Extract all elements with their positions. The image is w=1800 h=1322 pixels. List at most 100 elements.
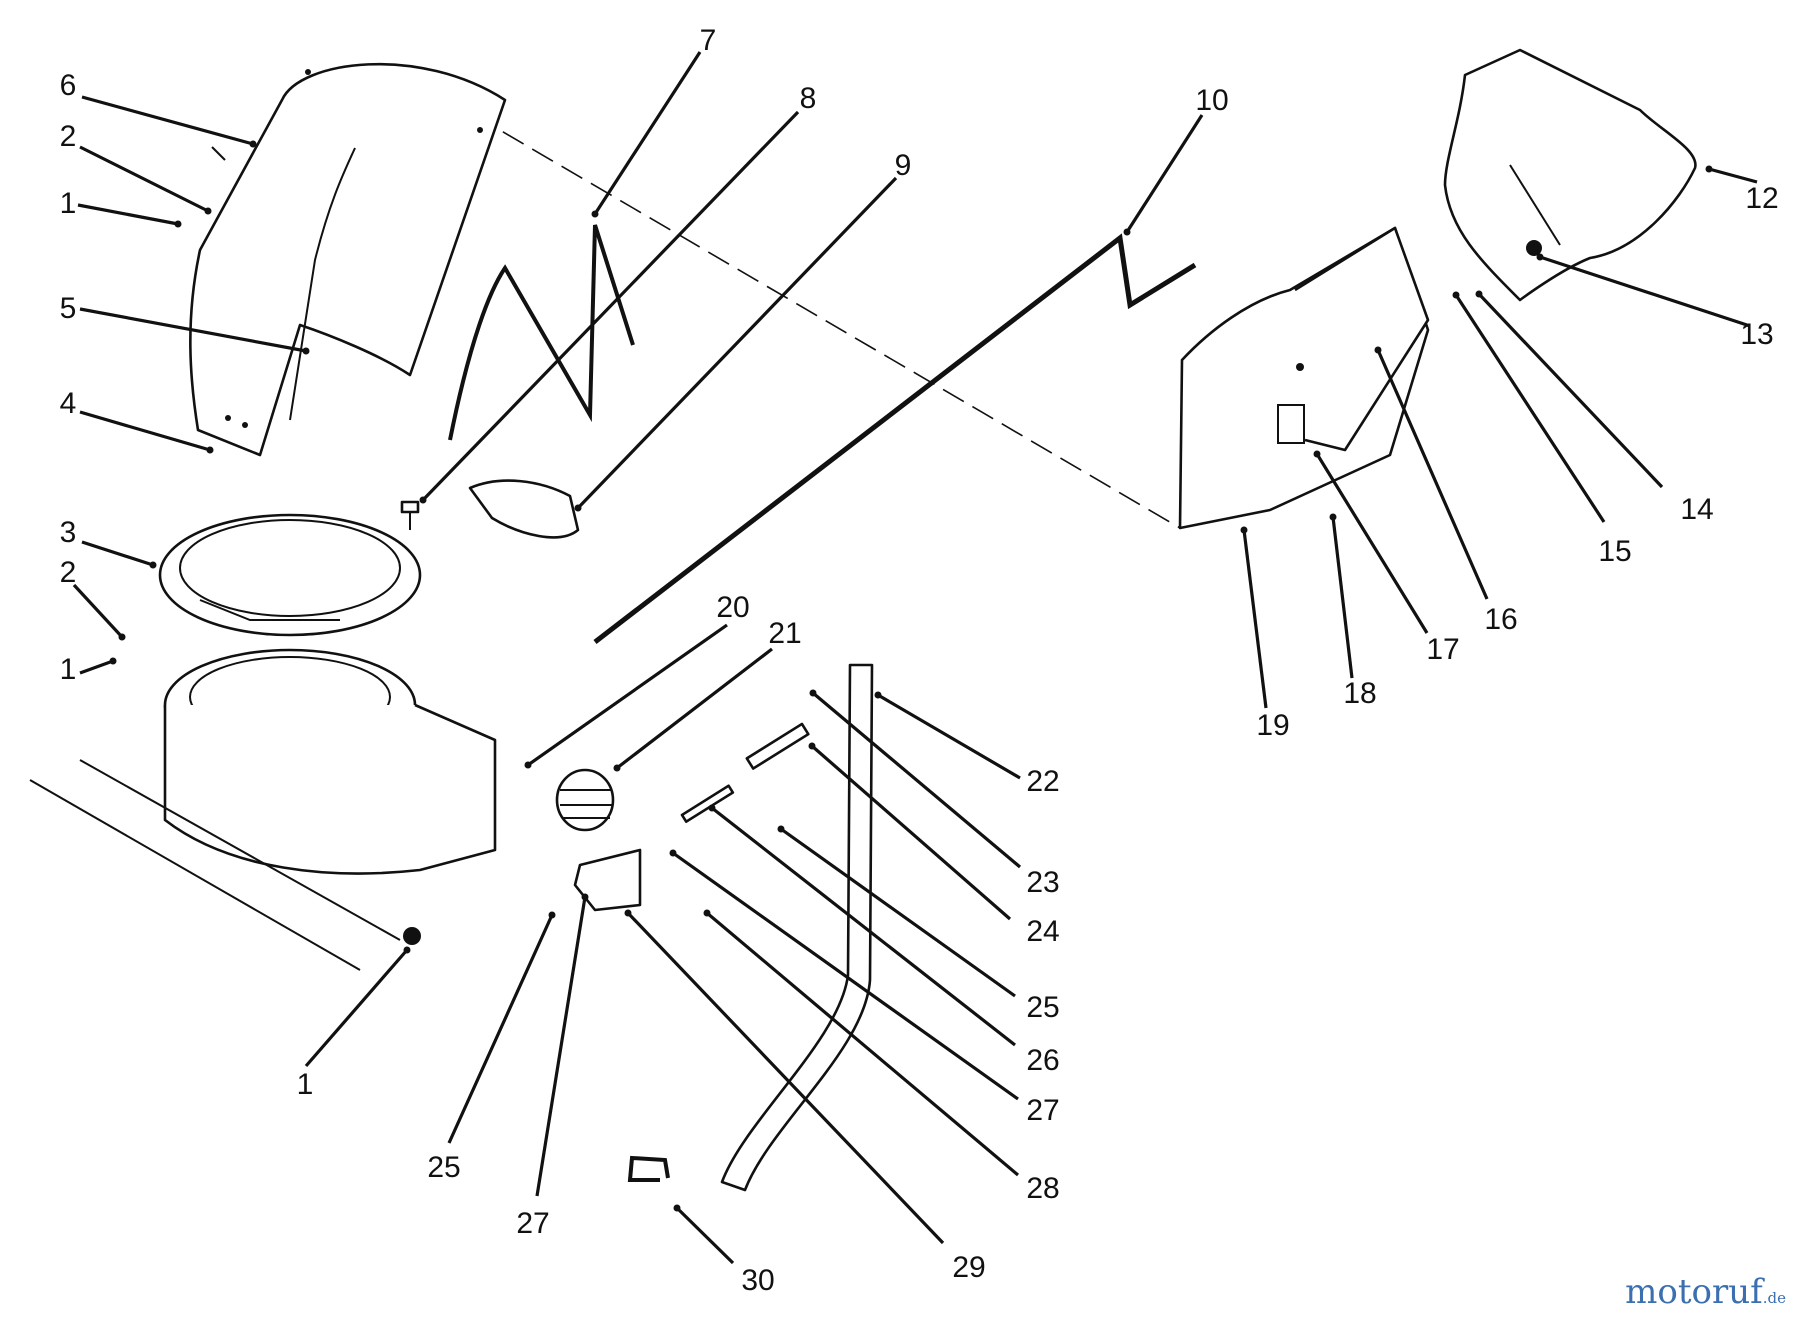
- callout-label-c28: 28: [1026, 1172, 1059, 1205]
- watermark: motoruf.de: [1625, 1272, 1786, 1312]
- leader-line-c10: [1125, 114, 1204, 233]
- leader-dot-c21: [613, 764, 621, 772]
- callout-label-c3: 3: [60, 516, 77, 549]
- part-rotation-ring: [158, 513, 422, 637]
- leader-dot-c8: [419, 496, 427, 504]
- leader-line-c3: [81, 540, 154, 567]
- leader-line-c5: [79, 307, 307, 353]
- leader-line-c26: [711, 806, 1016, 1047]
- callout-label-c27a: 27: [1026, 1094, 1059, 1127]
- callout-label-c8: 8: [800, 82, 817, 115]
- part-pin-25: [680, 784, 735, 824]
- leader-line-c4: [79, 410, 211, 452]
- leader-line-c6: [81, 95, 254, 146]
- leader-line-c1b: [79, 659, 114, 675]
- callout-label-c27b: 27: [516, 1207, 549, 1240]
- callout-label-c25b: 25: [427, 1151, 460, 1184]
- leader-line-c20: [527, 623, 728, 767]
- callout-label-c2b: 2: [60, 556, 77, 589]
- leader-line-c2a: [79, 145, 209, 213]
- leader-line-c25b: [447, 914, 554, 1144]
- part-bolt-8: [400, 500, 420, 530]
- leader-line-c15: [1454, 294, 1606, 523]
- leader-line-c9: [576, 176, 898, 510]
- leader-line-c19: [1242, 529, 1268, 709]
- callout-label-c1a: 1: [60, 187, 77, 220]
- leader-line-c1a: [77, 203, 179, 226]
- leader-line-c28: [705, 911, 1020, 1177]
- leader-dot-c23: [809, 689, 817, 697]
- leader-dot-c17: [1313, 450, 1321, 458]
- watermark-text: motoruf: [1625, 1272, 1763, 1312]
- leader-dot-c1c: [403, 946, 411, 954]
- leader-dot-c15: [1452, 291, 1460, 299]
- part-drawings: [29, 48, 1697, 1192]
- leader-dot-c13: [1536, 253, 1544, 261]
- callout-group: 1234567891012131415161718192112021222324…: [60, 24, 1779, 1297]
- part-chute-deflector: [1178, 226, 1430, 530]
- leader-line-c27b: [535, 896, 587, 1197]
- callout-label-c26: 26: [1026, 1044, 1059, 1077]
- callout-label-c14: 14: [1680, 493, 1713, 526]
- leader-line-c23: [811, 691, 1022, 869]
- callout-label-c29: 29: [952, 1251, 985, 1284]
- callout-label-c10: 10: [1195, 84, 1228, 117]
- leader-dot-c27b: [581, 893, 589, 901]
- leader-dot-c4: [206, 446, 214, 454]
- part-wire-spring: [448, 224, 635, 441]
- callout-label-c1b: 1: [60, 653, 77, 686]
- leader-dot-c19: [1240, 526, 1248, 534]
- watermark-suffix: .de: [1762, 1289, 1786, 1307]
- leader-dot-c10: [1123, 228, 1131, 236]
- callout-label-c12: 12: [1745, 182, 1778, 215]
- callout-label-c7: 7: [700, 24, 717, 57]
- leader-dot-c1b: [109, 657, 117, 665]
- callout-label-c1c: 1: [297, 1068, 314, 1101]
- leader-line-c24: [810, 744, 1012, 921]
- leader-line-c13: [1539, 255, 1751, 328]
- callout-label-c15: 15: [1598, 535, 1631, 568]
- callout-label-c4: 4: [60, 387, 77, 420]
- leader-dot-c2b: [118, 633, 126, 641]
- leader-line-c30: [675, 1206, 735, 1265]
- leader-dot-c16: [1374, 346, 1382, 354]
- leader-line-c21: [616, 647, 773, 770]
- leader-dot-c24: [808, 742, 816, 750]
- callout-label-c19: 19: [1256, 709, 1289, 742]
- callout-label-c6: 6: [60, 69, 77, 102]
- leader-line-c16: [1376, 349, 1489, 600]
- leader-dot-c3: [149, 561, 157, 569]
- leader-dot-c9: [574, 504, 582, 512]
- leader-dot-c25a: [777, 825, 785, 833]
- callout-label-c20: 20: [716, 591, 749, 624]
- part-deflector-panel: [189, 62, 507, 457]
- callout-label-c9: 9: [895, 149, 912, 182]
- leader-dot-c6: [249, 140, 257, 148]
- callout-label-c18: 18: [1343, 677, 1376, 710]
- leader-line-c17: [1315, 453, 1429, 634]
- callout-label-c13: 13: [1740, 318, 1773, 351]
- part-mount-bracket: [573, 848, 642, 912]
- leader-dot-c29: [624, 909, 632, 917]
- leader-line-c2b: [72, 583, 124, 639]
- part-control-rod: [593, 233, 1197, 644]
- callout-label-c5: 5: [60, 292, 77, 325]
- callout-label-c17: 17: [1426, 633, 1459, 666]
- leader-line-c8: [421, 110, 800, 502]
- leader-line-c22: [877, 693, 1021, 780]
- leader-line-c18: [1331, 516, 1354, 679]
- leader-dot-c25b: [548, 911, 556, 919]
- part-crank-handle: [720, 663, 874, 1192]
- part-hairpin-clip: [627, 1155, 670, 1182]
- callout-label-c24: 24: [1026, 915, 1059, 948]
- leader-dot-c27a: [669, 849, 677, 857]
- leader-line-c29: [626, 911, 945, 1245]
- part-bracket: [468, 479, 580, 539]
- leader-dot-c7: [591, 210, 599, 218]
- callout-label-c21: 21: [768, 617, 801, 650]
- leader-dot-c28: [703, 909, 711, 917]
- leader-dot-c14: [1475, 290, 1483, 298]
- leader-dot-c26: [708, 804, 716, 812]
